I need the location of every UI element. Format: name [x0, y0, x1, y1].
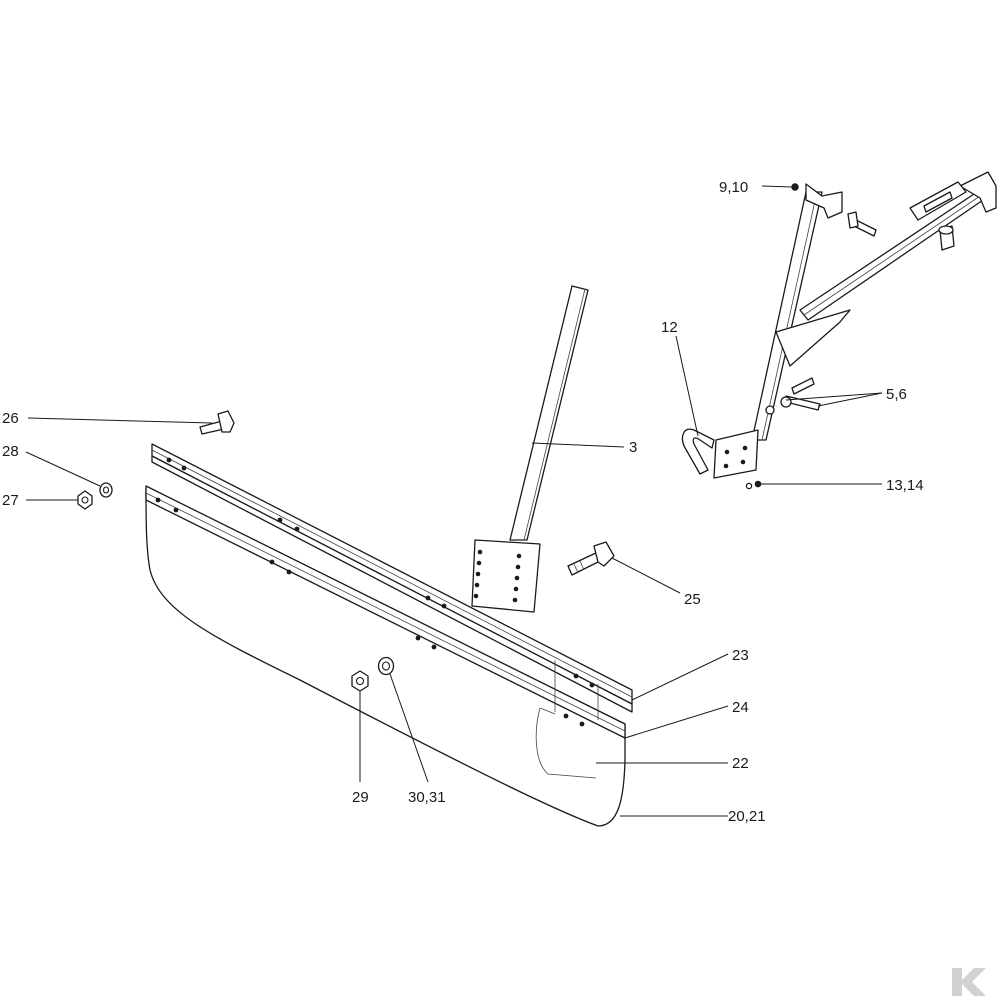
callout-23: 23 [732, 647, 749, 664]
callout-3: 3 [629, 439, 637, 456]
callout-5-6: 5,6 [886, 386, 907, 403]
watermark-logo [952, 968, 986, 996]
nut-13-14 [754, 480, 762, 488]
washer-30-31 [377, 656, 395, 676]
plate-holes [155, 457, 595, 727]
callout-12: 12 [661, 319, 678, 336]
callout-30-31: 30,31 [408, 789, 446, 806]
callout-27: 27 [2, 492, 19, 509]
callout-13-14: 13,14 [886, 477, 924, 494]
callout-20-21: 20,21 [728, 808, 766, 825]
callout-29: 29 [352, 789, 369, 806]
callout-22: 22 [732, 755, 749, 772]
nut-29 [351, 670, 369, 692]
bolt-26 [199, 410, 235, 435]
callout-9-10: 9,10 [719, 179, 748, 196]
callout-labels: 26 28 27 3 25 9,10 12 5,6 13,14 23 24 22… [2, 179, 924, 825]
top-rail-23 [151, 443, 633, 720]
washer-28 [99, 482, 113, 498]
leader-lines [25, 185, 883, 817]
frame-arm [681, 171, 997, 479]
nut-27 [77, 490, 93, 510]
callout-28: 28 [2, 443, 19, 460]
support-bar-3 [471, 285, 589, 613]
callout-25: 25 [684, 591, 701, 608]
bolt-25 [567, 541, 615, 576]
callout-26: 26 [2, 410, 19, 427]
washer-13-14 [745, 482, 753, 490]
nut-9-10 [791, 183, 799, 191]
callout-24: 24 [732, 699, 749, 716]
